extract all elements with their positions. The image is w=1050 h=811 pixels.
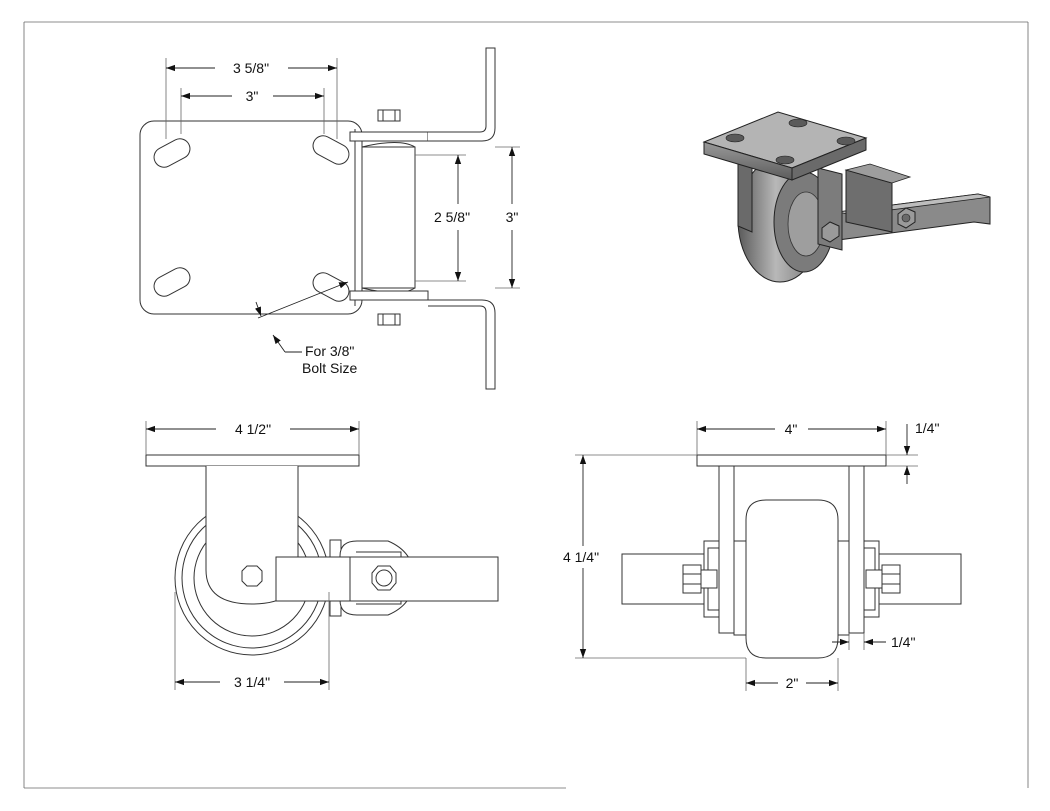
dim-side-wheel-width: 3 1/4" xyxy=(174,592,330,690)
dim-front-plate-thickness: 1/4" xyxy=(886,420,939,484)
dim-label-2: 2" xyxy=(786,675,799,691)
dim-label-3-1-4: 3 1/4" xyxy=(234,674,270,690)
front-top-plate xyxy=(696,454,887,467)
side-view xyxy=(145,454,499,656)
bolt-slot xyxy=(153,135,350,302)
dim-label-3-height: 3" xyxy=(506,209,519,225)
dim-bolt-spacing-width: 3" xyxy=(180,88,325,134)
dim-label-4: 4" xyxy=(785,421,798,437)
dim-label-3-5-8: 3 5/8" xyxy=(233,60,269,76)
sheet-border xyxy=(23,21,1029,789)
dim-overall-width: 3 5/8" xyxy=(165,58,338,139)
front-view xyxy=(621,454,962,659)
dim-front-wheel-face: 2" xyxy=(745,658,839,691)
dim-front-plate-width: 4" xyxy=(696,421,887,455)
dim-overall-height: 3" xyxy=(495,146,520,289)
dim-label-3: 3" xyxy=(246,88,259,104)
dim-label-2-5-8: 2 5/8" xyxy=(434,209,470,225)
dim-bolt-spacing-height: 2 5/8" xyxy=(415,154,470,282)
dim-front-overall-height: 4 1/4" xyxy=(563,454,746,659)
dim-label-4-1-4: 4 1/4" xyxy=(563,549,599,565)
bolt-note-line1: For 3/8" xyxy=(305,343,354,359)
dim-side-plate-width: 4 1/2" xyxy=(145,421,360,455)
side-top-plate xyxy=(145,454,360,467)
caster-isometric-render xyxy=(702,111,991,283)
dim-front-leg-thickness: 1/4" xyxy=(832,633,915,650)
dim-label-1-4-leg: 1/4" xyxy=(891,634,915,650)
dim-label-4-1-2: 4 1/2" xyxy=(235,421,271,437)
top-view xyxy=(139,47,496,390)
dim-label-1-4-plate: 1/4" xyxy=(915,420,939,436)
bolt-size-note: For 3/8" Bolt Size xyxy=(255,281,357,376)
bolt-note-line2: Bolt Size xyxy=(302,360,357,376)
